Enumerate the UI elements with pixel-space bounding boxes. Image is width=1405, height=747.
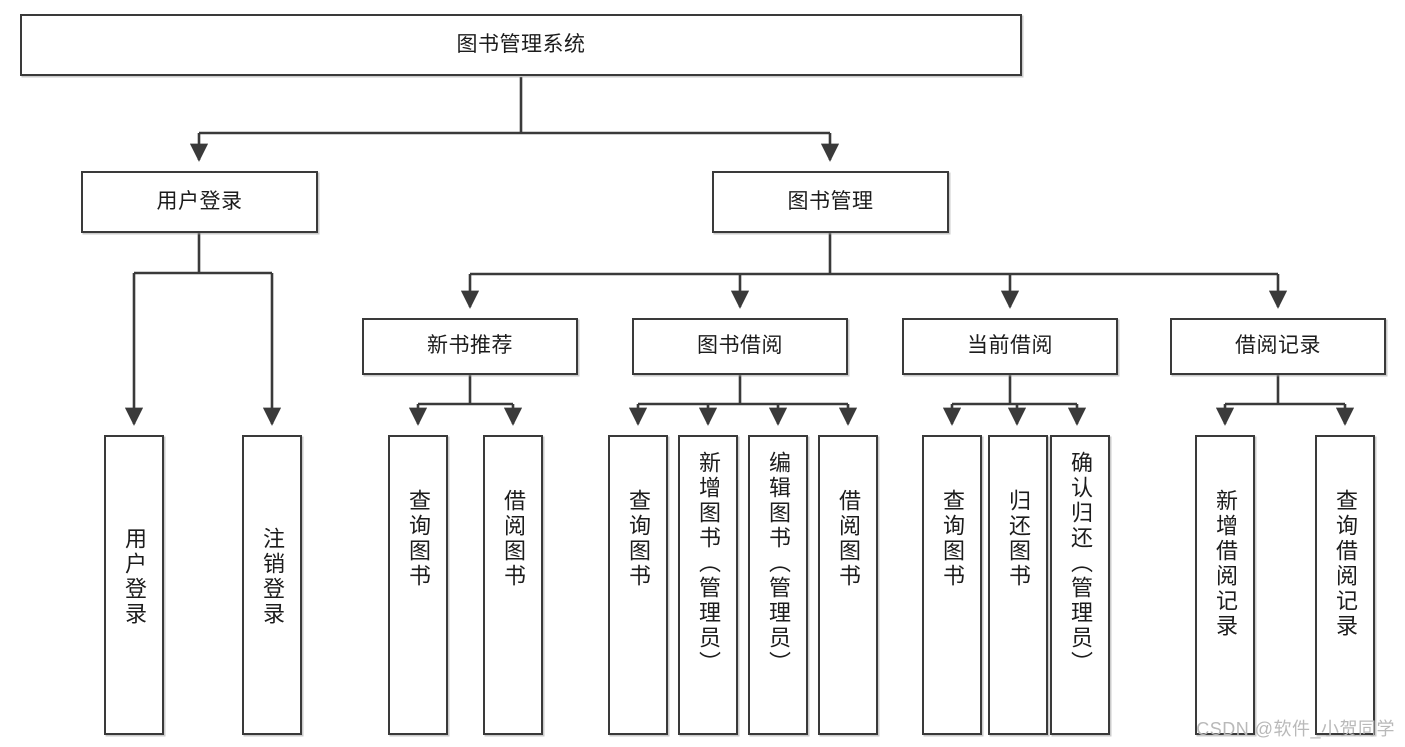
node-book-borrow[interactable]: 图书借阅 bbox=[632, 318, 848, 375]
node-leaf-confirm-return[interactable]: 确认归还（管理员） bbox=[1050, 435, 1110, 735]
node-leaf-query-book-1-label: 查询图书 bbox=[406, 489, 431, 589]
node-user-login[interactable]: 用户登录 bbox=[81, 171, 318, 233]
node-leaf-borrow-book-2-label: 借阅图书 bbox=[836, 489, 861, 589]
node-leaf-query-book-2[interactable]: 查询图书 bbox=[608, 435, 668, 735]
node-leaf-borrow-book-2[interactable]: 借阅图书 bbox=[818, 435, 878, 735]
node-leaf-query-book-2-label: 查询图书 bbox=[626, 489, 651, 589]
node-leaf-logout-label: 注销登录 bbox=[260, 527, 285, 627]
node-book-management-label: 图书管理 bbox=[787, 189, 874, 213]
node-new-book-recommend[interactable]: 新书推荐 bbox=[362, 318, 578, 375]
node-leaf-edit-book-label: 编辑图书（管理员） bbox=[766, 451, 791, 676]
node-current-borrow[interactable]: 当前借阅 bbox=[902, 318, 1118, 375]
node-leaf-add-book[interactable]: 新增图书（管理员） bbox=[678, 435, 738, 735]
node-leaf-query-record-label: 查询借阅记录 bbox=[1333, 489, 1358, 639]
watermark: CSDN @软件_小贺同学 bbox=[1196, 719, 1395, 739]
node-user-login-label: 用户登录 bbox=[156, 189, 243, 213]
node-leaf-add-book-label: 新增图书（管理员） bbox=[696, 451, 721, 676]
node-leaf-logout[interactable]: 注销登录 bbox=[242, 435, 302, 735]
node-borrow-record-label: 借阅记录 bbox=[1235, 334, 1321, 358]
node-leaf-add-record[interactable]: 新增借阅记录 bbox=[1195, 435, 1255, 735]
node-leaf-query-book-3-label: 查询图书 bbox=[940, 489, 965, 589]
node-book-borrow-label: 图书借阅 bbox=[697, 334, 783, 358]
node-borrow-record[interactable]: 借阅记录 bbox=[1170, 318, 1386, 375]
node-leaf-add-record-label: 新增借阅记录 bbox=[1213, 489, 1238, 639]
node-leaf-borrow-book-1[interactable]: 借阅图书 bbox=[483, 435, 543, 735]
node-leaf-user-login[interactable]: 用户登录 bbox=[104, 435, 164, 735]
node-leaf-borrow-book-1-label: 借阅图书 bbox=[501, 489, 526, 589]
node-current-borrow-label: 当前借阅 bbox=[967, 334, 1053, 358]
node-leaf-return-book[interactable]: 归还图书 bbox=[988, 435, 1048, 735]
node-leaf-user-login-label: 用户登录 bbox=[122, 527, 147, 627]
node-book-management[interactable]: 图书管理 bbox=[712, 171, 949, 233]
node-root-label: 图书管理系统 bbox=[456, 32, 586, 56]
node-new-book-recommend-label: 新书推荐 bbox=[427, 334, 513, 358]
node-leaf-query-book-1[interactable]: 查询图书 bbox=[388, 435, 448, 735]
node-leaf-confirm-return-label: 确认归还（管理员） bbox=[1068, 451, 1093, 676]
node-leaf-return-book-label: 归还图书 bbox=[1006, 489, 1031, 589]
node-leaf-query-record[interactable]: 查询借阅记录 bbox=[1315, 435, 1375, 735]
node-leaf-edit-book[interactable]: 编辑图书（管理员） bbox=[748, 435, 808, 735]
node-root[interactable]: 图书管理系统 bbox=[20, 14, 1022, 76]
node-leaf-query-book-3[interactable]: 查询图书 bbox=[922, 435, 982, 735]
